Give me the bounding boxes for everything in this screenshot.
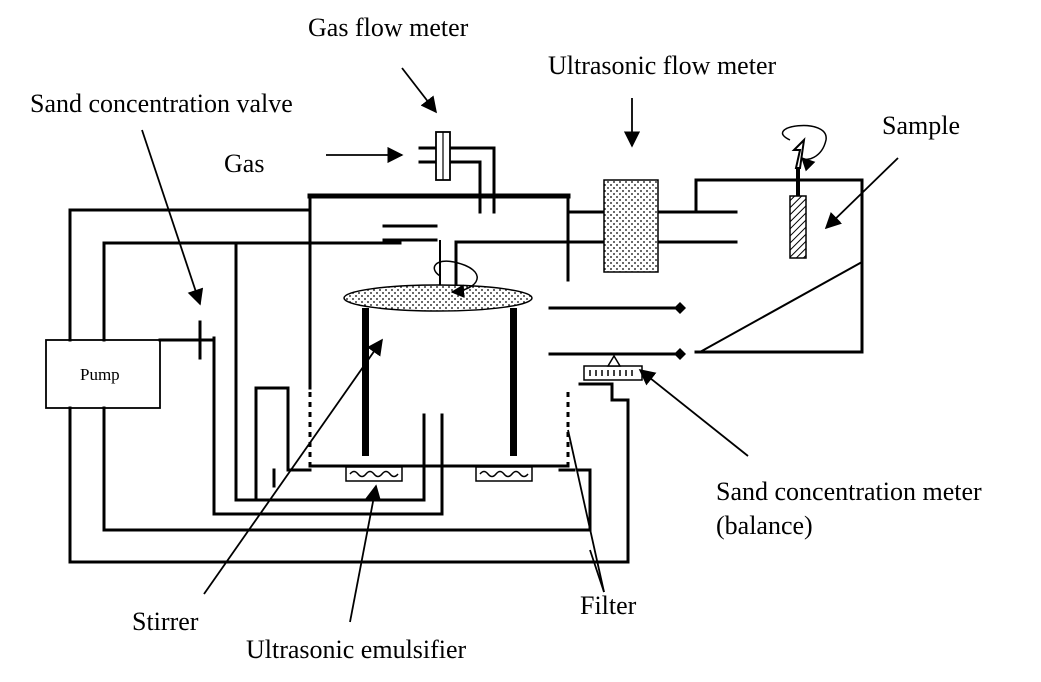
valve-leader [141, 129, 204, 306]
balance-scale-ticks [589, 370, 633, 376]
emulsifier-right-wave [479, 470, 529, 478]
balance-leader [638, 368, 749, 457]
balance-unit [548, 302, 686, 381]
third-pipe-loop [212, 336, 444, 516]
ultrasonic-emulsifier-label: Ultrasonic emulsifier [246, 635, 467, 664]
filter-leader-2 [589, 549, 605, 593]
emulsifier-left-wave [349, 470, 399, 478]
gas-pipe [418, 146, 496, 214]
balance-pointer [606, 354, 622, 367]
stirrer-leader [203, 338, 383, 595]
tank-bottom-pipe [272, 468, 576, 488]
balance-scale [583, 365, 643, 381]
emulsifier-leader [349, 484, 382, 623]
gas-inlet [326, 131, 496, 214]
balance-pivot-upper [674, 302, 686, 314]
gas-label: Gas [224, 149, 264, 178]
sample-label: Sample [882, 111, 960, 140]
sample-chamber-diagonal [699, 261, 863, 353]
lower-outlet-pipe [454, 240, 738, 292]
ultrasonic-flow-meter-label: Ultrasonic flow meter [548, 51, 776, 80]
sand-concentration-meter-sublabel: (balance) [716, 511, 813, 540]
outer-pipe-loop [68, 208, 630, 564]
inner-plate-1 [382, 224, 438, 242]
tank-left-pipe [254, 386, 312, 502]
pipe-loops [68, 208, 630, 564]
sample-rotation-arrow [781, 124, 827, 172]
stirrer-blade-right [510, 308, 517, 456]
filter-leader-1 [567, 429, 605, 593]
sample-leader [824, 157, 899, 230]
stirrer-blade-left [362, 308, 369, 456]
sample-chamber [694, 124, 864, 354]
tank-return-pipe [234, 241, 426, 502]
mixing-tank [307, 193, 738, 482]
sample-holder [791, 137, 806, 169]
ultrasonic-flow-meter-body [603, 179, 659, 273]
pump-label: Pump [80, 365, 120, 384]
sample-chamber-wall [694, 178, 864, 354]
second-pipe-loop [102, 241, 592, 532]
gas-flow-meter-leader [401, 67, 437, 114]
sand-concentration-meter-label: Sand concentration meter [716, 477, 982, 506]
balance-pivot-lower [674, 348, 686, 360]
sample-specimen [789, 195, 807, 259]
leader-lines [141, 67, 899, 623]
sand-concentration-valve-label: Sand concentration valve [30, 89, 293, 118]
stirrer-rotation-top [433, 260, 455, 277]
pump-box [45, 339, 161, 409]
pump-unit: Pump [45, 339, 161, 409]
gas-flow-meter-label: Gas flow meter [308, 13, 469, 42]
stirrer-label: Stirrer [132, 607, 199, 636]
stirrer-rotation-arrow [450, 261, 478, 298]
stirrer-disc [343, 284, 533, 312]
filter-label: Filter [580, 591, 637, 620]
valve-pipe [158, 320, 216, 360]
